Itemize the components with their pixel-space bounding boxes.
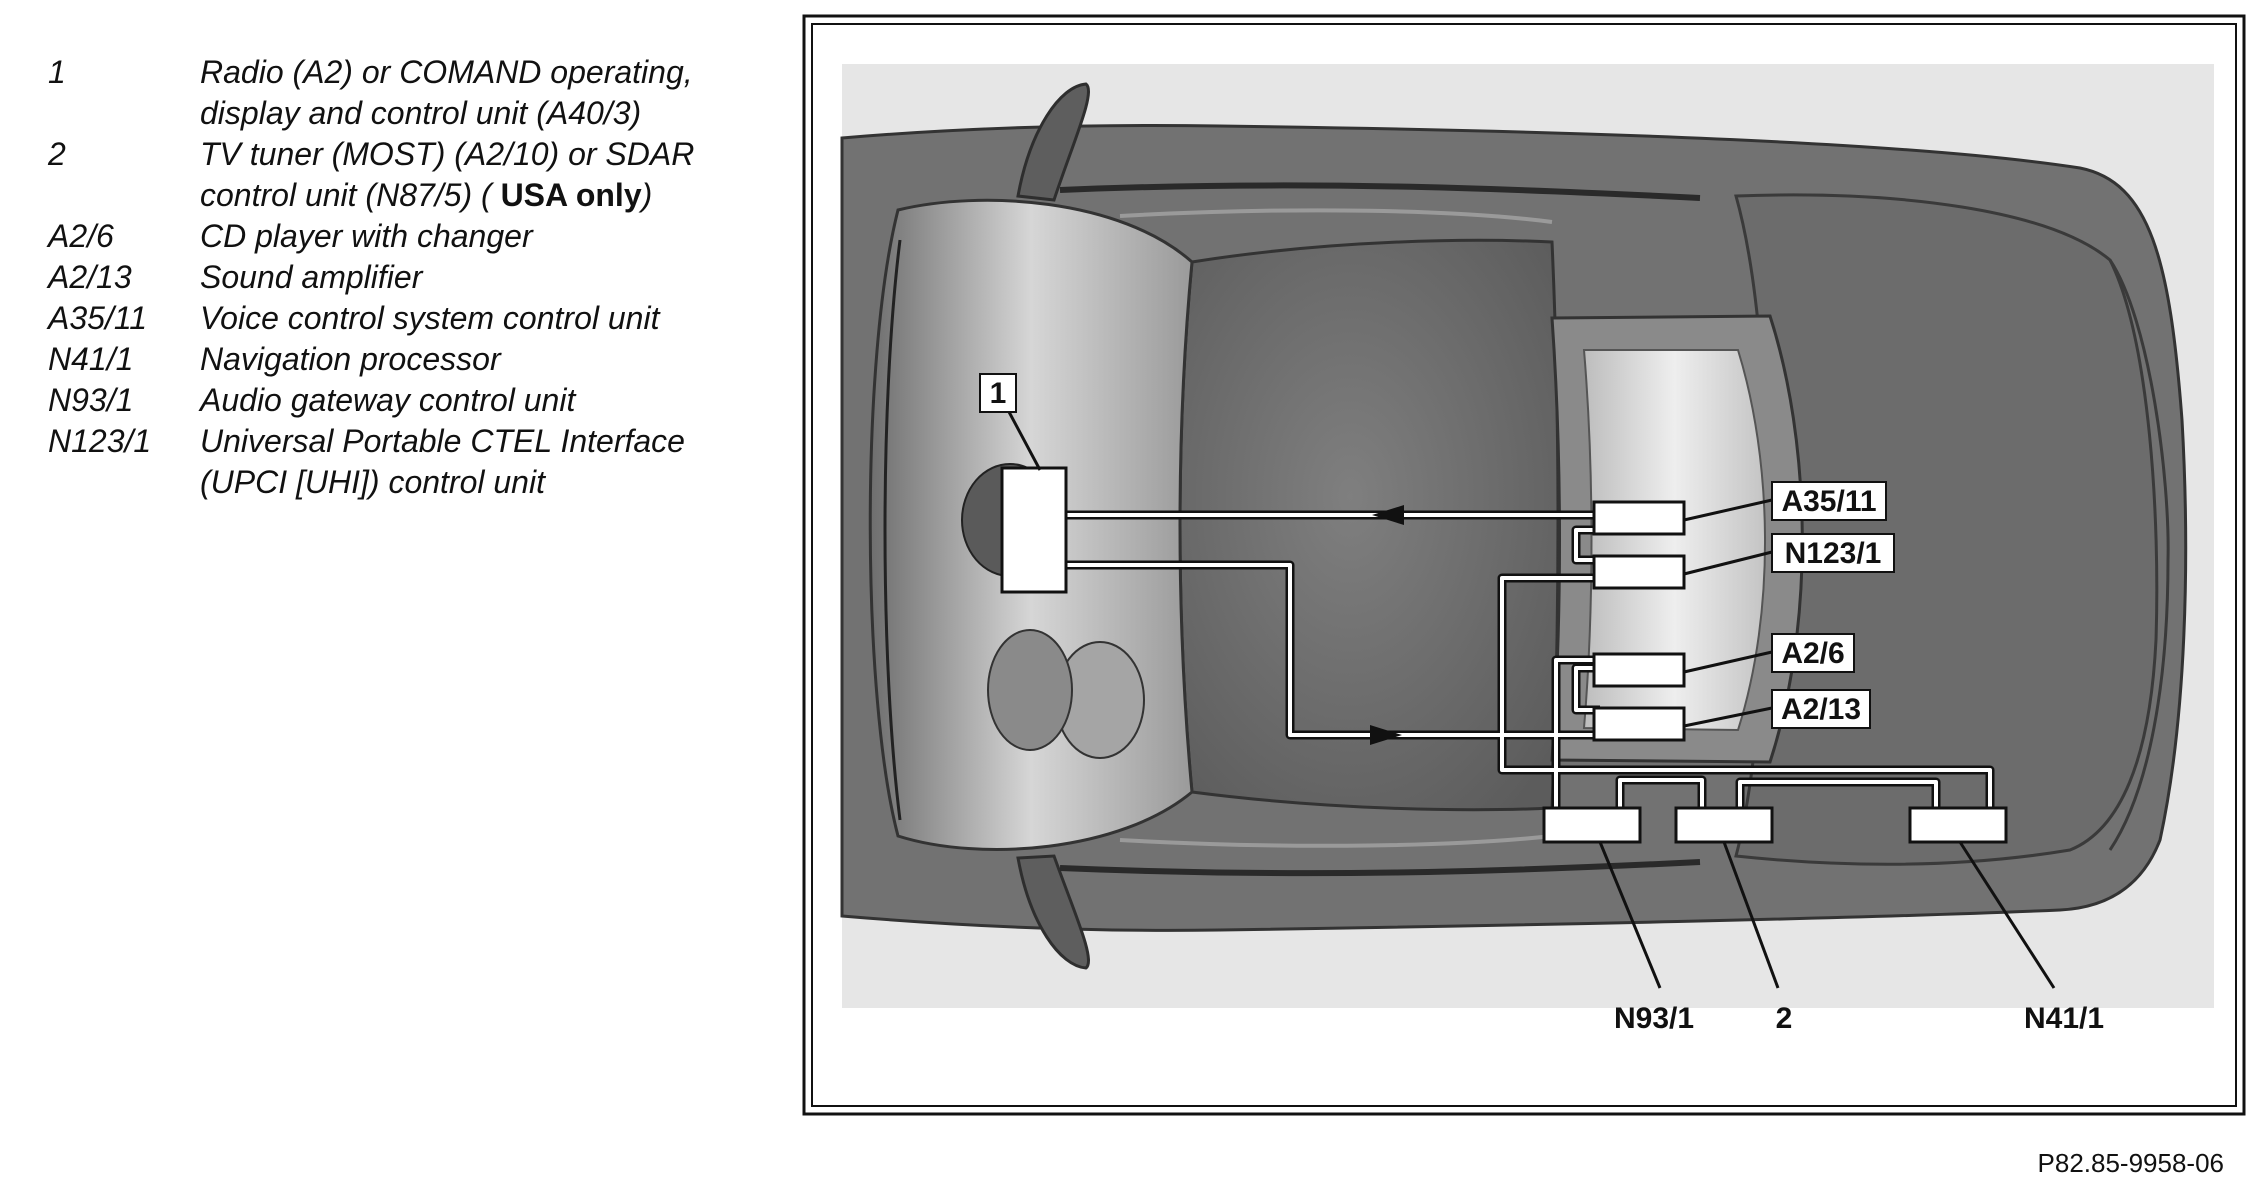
legend-code: N93/1 [48, 382, 134, 418]
component-box-a3511 [1592, 500, 1686, 536]
door-line-top [1059, 182, 1701, 201]
roof-rail-bottom [1119, 834, 1553, 848]
legend-text: Radio (A2) or COMAND operating, display … [200, 54, 693, 131]
component-box-2 [1674, 806, 1774, 844]
component-box-n1231 [1592, 554, 1686, 590]
legend-text-after: ) [641, 177, 653, 213]
callout-n1231: N123/1 [1785, 537, 1882, 570]
legend-row-6: N41/1 Navigation processor [48, 339, 748, 380]
legend-row-4: A2/13 Sound amplifier [48, 257, 748, 298]
callout-n411: N41/1 [2024, 1002, 2104, 1035]
component-box-n411 [1908, 806, 2008, 844]
component-box-n931 [1542, 806, 1642, 844]
legend-row-8: N123/1 Universal Portable CTEL Interface… [48, 421, 748, 503]
legend-code: 2 [48, 136, 66, 172]
legend-text: Voice control system control unit [200, 300, 660, 336]
side-mirror-top [1016, 82, 1090, 202]
callout-box-a26 [1771, 633, 1855, 673]
front-bumper [2108, 259, 2170, 851]
legend-row-5: A35/11 Voice control system control unit [48, 298, 748, 339]
legend-text: Navigation processor [200, 341, 501, 377]
legend-text: Universal Portable CTEL Interface (UPCI … [200, 423, 685, 500]
rear-seat-right [987, 629, 1073, 751]
legend-text-bold: USA only [500, 177, 642, 213]
legend-row-2: 2 TV tuner (MOST) (A2/10) or SDAR contro… [48, 134, 748, 216]
side-mirror-bottom [1016, 854, 1090, 970]
legend-text: CD player with changer [200, 218, 533, 254]
callout-a213: A2/13 [1781, 693, 1861, 726]
component-box-a26 [1592, 652, 1686, 688]
component-box-a213 [1592, 706, 1686, 742]
wiring [1066, 505, 1995, 810]
arrow-left [1372, 505, 1404, 525]
legend-code: A35/11 [48, 300, 148, 336]
roof-rail-top [1119, 208, 1553, 224]
callout-box-a3511 [1771, 481, 1887, 521]
legend-row-7: N93/1 Audio gateway control unit [48, 380, 748, 421]
callout-1: 1 [990, 377, 1007, 410]
legend: 1 Radio (A2) or COMAND operating, displa… [48, 52, 748, 503]
door-line-bottom [1059, 859, 1701, 877]
legend-text: Sound amplifier [200, 259, 423, 295]
windshield-glass [1582, 349, 1766, 732]
figure-id: P82.85-9958-06 [2037, 1148, 2224, 1178]
component-boxes [1000, 466, 2008, 844]
callout-n931: N93/1 [1614, 1002, 1694, 1035]
callout-a3511: A35/11 [1781, 485, 1876, 518]
legend-text: TV tuner (MOST) (A2/10) or SDAR control … [200, 134, 748, 216]
callout-box-1 [979, 373, 1017, 413]
legend-text: Audio gateway control unit [200, 382, 576, 418]
legend-row-1: 1 Radio (A2) or COMAND operating, displa… [48, 52, 748, 134]
legend-code: N123/1 [48, 423, 152, 459]
legend-code: A2/6 [48, 218, 114, 254]
rear-deck-arc [883, 239, 902, 821]
arrow-right [1370, 725, 1402, 745]
legend-code: N41/1 [48, 341, 134, 377]
callout-box-n1231 [1771, 533, 1895, 573]
callout-box-a213 [1771, 689, 1871, 729]
callout-2: 2 [1776, 1002, 1793, 1035]
leader-lines [1006, 409, 2056, 989]
legend-row-3: A2/6 CD player with changer [48, 216, 748, 257]
legend-text-main: TV tuner (MOST) (A2/10) or SDAR control … [200, 136, 695, 213]
callout-labels: 1 A35/11 N123/1 A2/6 A2/13 N93/1 2 N41/1 [979, 373, 2104, 1035]
figure-frame-outer [802, 14, 2246, 1116]
legend-code: 1 [48, 54, 66, 90]
legend-code: A2/13 [48, 259, 132, 295]
component-box-1 [1000, 466, 1068, 594]
callout-a26: A2/6 [1781, 637, 1844, 670]
